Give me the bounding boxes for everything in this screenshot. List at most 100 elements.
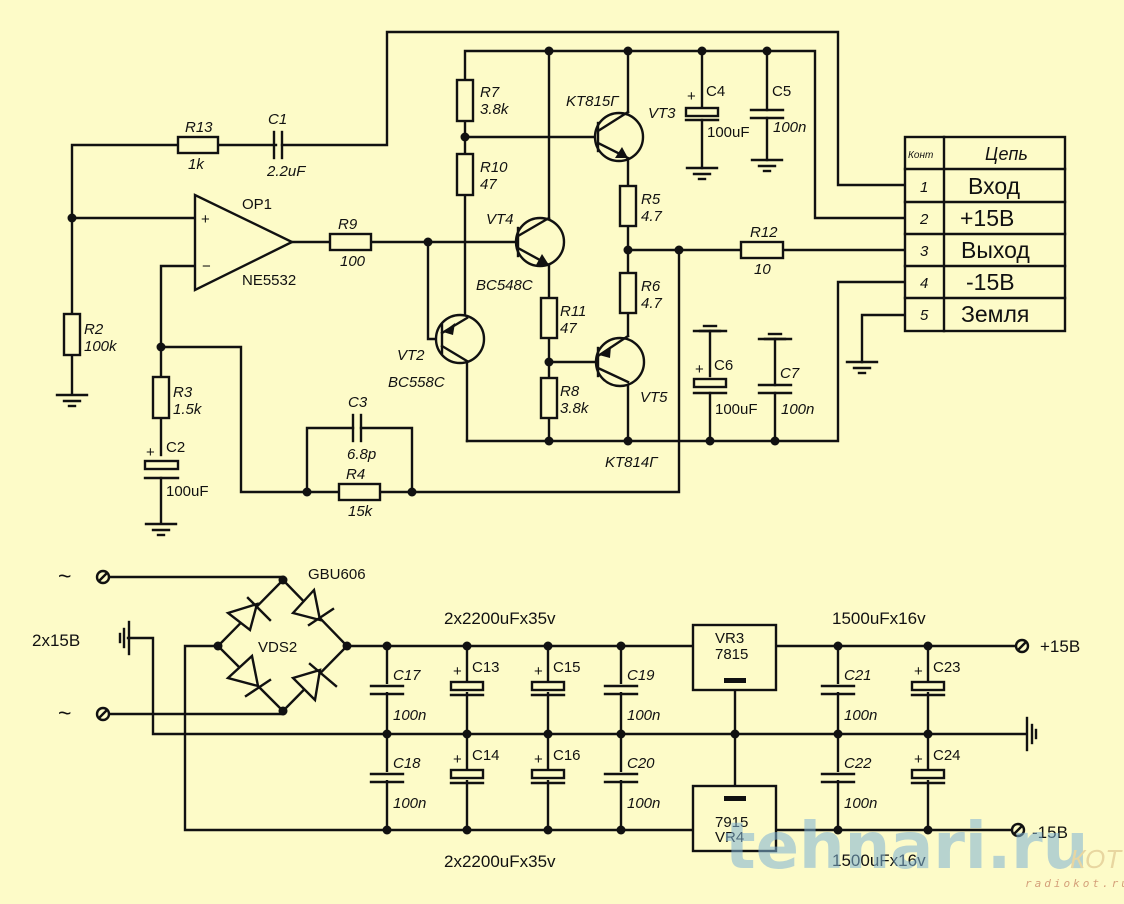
c1-ref: C1 [268,111,287,128]
cap-ref: C23 [933,659,961,676]
cap-ref: C22 [844,755,872,772]
ground-icon [685,166,719,181]
pin-3: 3 [920,243,929,260]
c7-ref: C7 [780,365,800,382]
diode-icon [225,653,272,698]
capacitor-c15: +C15 [530,659,581,697]
regulator-vr3: VR3 7815 [691,623,778,692]
r5-ref: R5 [641,191,661,208]
bulk-caps-label-bottom: 2x2200uFx35v [444,852,556,871]
c5-ref: C5 [772,83,791,100]
vt3-ref: VT3 [648,105,676,122]
vt5-part: KT814Г [605,454,659,471]
vt2-part: BC558C [388,374,445,391]
polarity-plus: + [534,751,543,768]
cap-ref: C13 [472,659,500,676]
output-pos-label: +15В [1040,637,1080,656]
cap-ref: C15 [553,659,581,676]
cap-value: 100n [627,795,660,812]
vt2-ref: VT2 [397,347,425,364]
vr3-part: 7815 [715,646,748,663]
r4-ref: R4 [346,466,365,483]
resistor-r4 [337,482,382,502]
r8-value: 3.8k [560,400,590,417]
terminal-icon [95,569,111,585]
c4-ref: C4 [706,83,725,100]
c6-ref: C6 [714,357,733,374]
cap-ref: C24 [933,747,961,764]
capacitor-c17: C17 100n [369,667,426,724]
capacitor-c14: +C14 [449,747,500,785]
ground-icon [144,522,178,537]
diode-icon [225,596,272,633]
transistor-vt5: VT5 KT814Г [594,334,668,471]
capacitor-c23: + C23 [910,659,961,697]
resistor-r9 [328,232,373,252]
cap-ref: C17 [393,667,421,684]
pin-1: 1 [920,179,928,196]
resistor-r5 [618,184,638,228]
r10-ref: R10 [480,159,508,176]
diode-icon [290,662,338,703]
header-pin: Конт [908,150,933,161]
resistors: R13 1k R9 100 R2 100k R3 1.5k R4 15k R7 … [62,78,785,520]
capacitor-c24: + C24 [910,747,961,785]
pin-4: 4 [920,275,928,292]
cap-ref: C21 [844,667,872,684]
resistor-r11 [539,296,559,340]
r7-ref: R7 [480,84,500,101]
regulator-vr4: 7915 VR4 [691,784,778,853]
bridge-rectifier: GBU606 VDS2 [225,566,366,703]
ground-symbols [55,158,879,537]
resistor-r10 [455,152,475,197]
c1-value: 2.2uF [266,163,306,180]
bridge-part: GBU606 [308,566,366,583]
vr4-part: 7915 [715,814,748,831]
cap-ref: C16 [553,747,581,764]
transistor-vt3: KT815Г VT3 [566,93,676,163]
r10-value: 47 [480,176,497,193]
resistor-r2 [62,312,82,357]
resistor-r8 [539,376,559,420]
ground-icon [763,332,787,341]
c4-value: 100uF [707,124,750,141]
cap-ref: C14 [472,747,500,764]
c2-plus: + [146,444,155,461]
terminal-icon [1014,638,1030,654]
capacitor-c13: + C13 [449,659,500,697]
r12-ref: R12 [750,224,778,241]
chassis-ground-icon [1025,716,1038,752]
watermark-logo: КОТ [1070,844,1123,874]
cap-value: 100n [393,795,426,812]
input-voltage-label: 2x15В [32,631,80,650]
r2-ref: R2 [84,321,104,338]
net-5: Земля [961,301,1029,327]
cap-value: 100n [393,707,426,724]
r13-value: 1k [188,156,205,173]
r13-ref: R13 [185,119,213,136]
r2-value: 100k [84,338,118,355]
capacitor-c21: C21 100n [820,667,877,724]
transistor-vt2: VT2 BC558C [388,313,486,391]
cap-value: 100n [844,707,877,724]
vt5-ref: VT5 [640,389,668,406]
out-caps-label-top: 1500uFx16v [832,609,926,628]
polarity-plus: + [453,663,462,680]
output-neg-label: -15В [1032,823,1068,842]
r4-value: 15k [348,503,374,520]
ground-icon [698,324,722,333]
ground-icon [750,158,784,173]
opamp-plus: + [201,211,210,228]
c6-plus: + [695,361,704,378]
r12-value: 10 [754,261,771,278]
r11-ref: R11 [560,303,586,320]
polarity-plus: + [914,751,923,768]
watermark-radiokot: radiokot.ru [1025,877,1124,890]
r6-ref: R6 [641,278,661,295]
ac-symbol-2: ~ [58,700,71,726]
resistor-r12 [739,240,785,260]
c6-value: 100uF [715,401,758,418]
polarity-plus: + [914,663,923,680]
